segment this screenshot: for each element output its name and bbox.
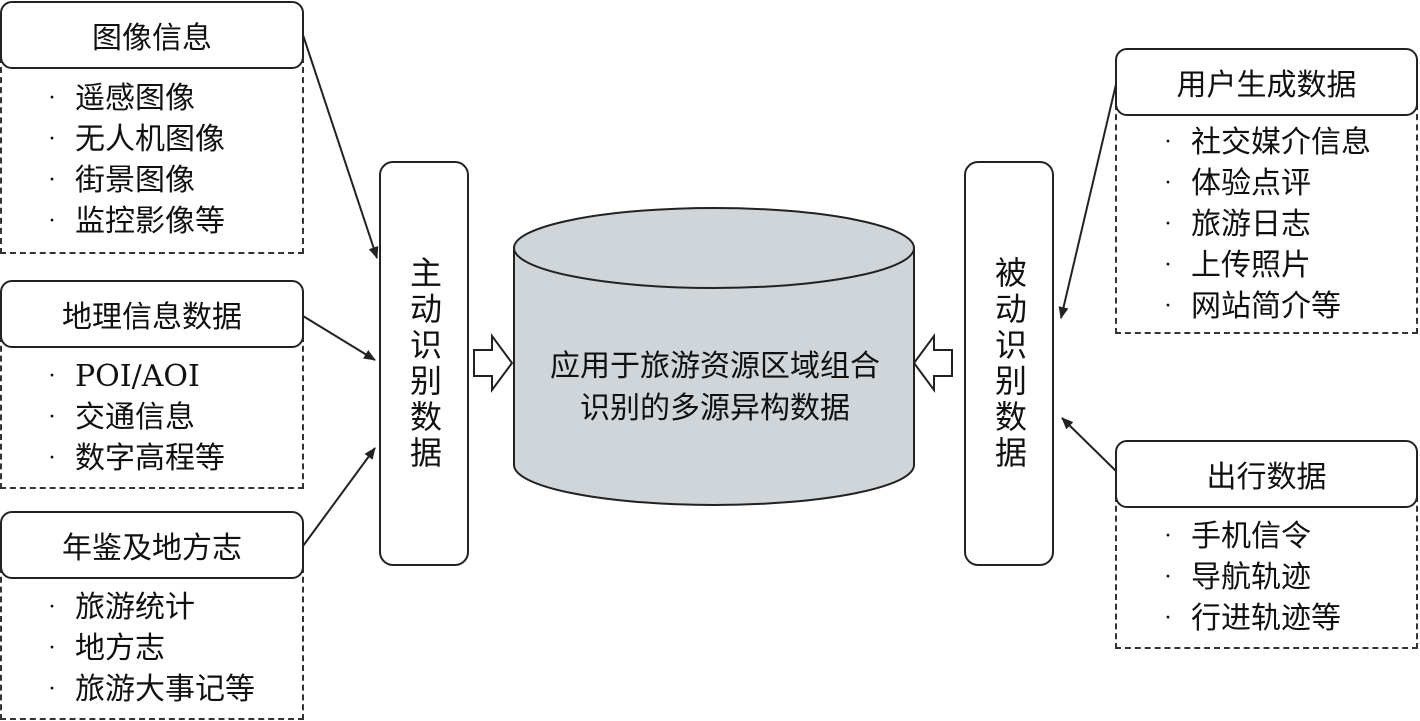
list-item: ·社交媒介信息: [1164, 125, 1372, 160]
list-item: ·旅游大事记等: [48, 672, 256, 707]
connector-travel: [1061, 417, 1118, 473]
cylinder-label: 应用于旅游资源区域组合识别的多源异构数据: [550, 349, 880, 426]
group-items: ·手机信令 ·导航轨迹 ·行进轨迹等: [1115, 496, 1418, 649]
data-cylinder: [513, 207, 915, 506]
connector-ugc: [1058, 79, 1118, 319]
list-item: ·网站简介等: [1164, 289, 1342, 324]
connector-geo-data: [302, 315, 376, 361]
active-pillar-label: 主动识别数据: [405, 255, 443, 472]
list-item: ·手机信令: [1164, 519, 1312, 554]
list-item: ·体验点评: [1164, 166, 1312, 201]
list-item: ·交通信息: [48, 400, 196, 435]
list-item: ·POI/AOI: [48, 359, 200, 394]
group-title: 用户生成数据: [1115, 48, 1418, 116]
list-item: ·行进轨迹等: [1164, 601, 1342, 636]
group-title: 图像信息: [0, 1, 304, 69]
list-item: ·监控影像等: [48, 204, 226, 239]
right-block-arrow: [912, 332, 953, 394]
list-item: ·无人机图像: [48, 122, 226, 157]
group-items: ·社交媒介信息 ·体验点评 ·旅游日志 ·上传照片 ·网站简介等: [1115, 104, 1418, 334]
group-title: 年鉴及地方志: [0, 511, 304, 579]
list-item: ·旅游统计: [48, 590, 196, 625]
passive-pillar-label: 被动识别数据: [990, 255, 1028, 472]
group-items: ·旅游统计 ·地方志 ·旅游大事记等: [0, 567, 304, 720]
list-item: ·遥感图像: [48, 81, 196, 116]
passive-identification-pillar: 被动识别数据: [964, 161, 1054, 566]
list-item: ·数字高程等: [48, 441, 226, 476]
left-block-arrow: [473, 332, 514, 394]
group-items: ·POI/AOI ·交通信息 ·数字高程等: [0, 336, 304, 489]
list-item: ·街景图像: [48, 163, 196, 198]
list-item: ·地方志: [48, 631, 166, 666]
group-title: 地理信息数据: [0, 280, 304, 348]
active-identification-pillar: 主动识别数据: [379, 161, 469, 566]
list-item: ·旅游日志: [1164, 207, 1312, 242]
list-item: ·导航轨迹: [1164, 560, 1312, 595]
connector-image-info: [302, 34, 379, 259]
group-items: ·遥感图像 ·无人机图像 ·街景图像 ·监控影像等: [0, 57, 304, 254]
connector-yearbook: [302, 447, 376, 547]
group-title: 出行数据: [1115, 440, 1418, 508]
list-item: ·上传照片: [1164, 248, 1312, 283]
